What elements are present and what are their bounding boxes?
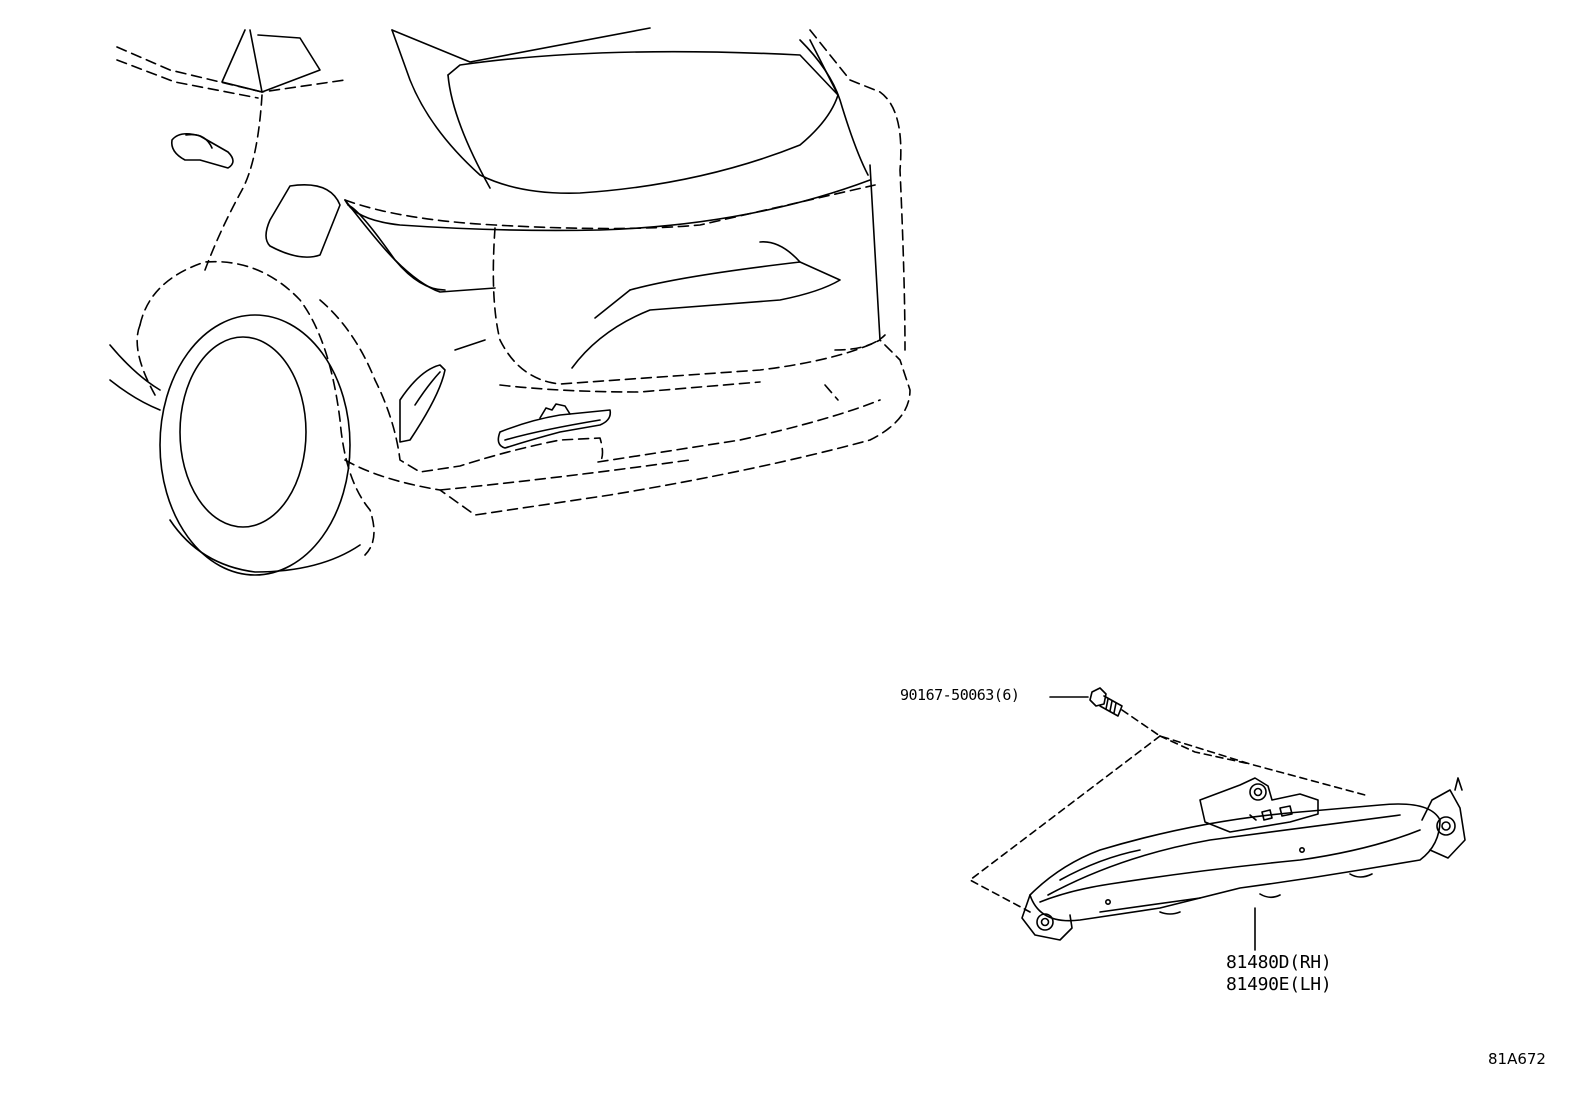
vehicle-body-outline: [109, 27, 911, 576]
bolt-icon: [1089, 687, 1123, 717]
bolt-part-number: 90167-50063(6): [900, 686, 1020, 704]
reflector-part-numbers: 81480D(RH) 81490E(LH): [1226, 952, 1332, 998]
reflector-lh-part-number: 81490E(LH): [1226, 974, 1332, 995]
rear-reflector-part: [969, 687, 1466, 951]
illustration-code: 81A672: [1488, 1050, 1546, 1068]
reflector-rh-part-number: 81480D(RH): [1226, 952, 1332, 973]
